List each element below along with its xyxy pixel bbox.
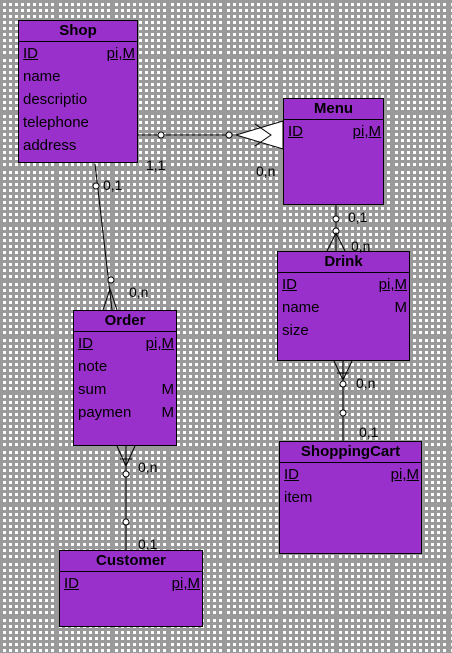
entity-shoppingcart-title: ShoppingCart <box>280 442 421 463</box>
attr-flag: pi,M <box>171 575 200 592</box>
entity-order-title: Order <box>74 311 176 332</box>
attr-name: paymen <box>78 404 132 421</box>
attr-name: ID <box>23 45 38 62</box>
link-order-customer-customer-circle <box>122 518 130 526</box>
link-shop-menu-end-circle <box>157 131 165 139</box>
shop-attr-description: descriptio <box>19 88 137 111</box>
link-shop-menu-arrowhead <box>234 120 284 150</box>
attr-name: item <box>284 489 313 506</box>
entity-customer[interactable]: Customer ID pi,M <box>59 550 203 627</box>
cardinality-order-customer-order: 0,n <box>138 459 158 475</box>
customer-attr-id: ID pi,M <box>60 572 202 595</box>
attr-flag: M <box>161 381 175 398</box>
attr-name: ID <box>284 466 299 483</box>
shop-attr-address: address <box>19 134 137 157</box>
link-shop-menu-arrow-inner <box>254 123 272 147</box>
drink-attr-size: size <box>278 319 409 342</box>
link-menu-drink-menu-circle <box>332 215 340 223</box>
order-attr-sum: sum M <box>74 378 176 401</box>
order-attr-note: note <box>74 355 176 378</box>
attr-name: note <box>78 358 108 375</box>
attr-name: ID <box>64 575 79 592</box>
shop-attr-telephone: telephone <box>19 111 137 134</box>
shop-attr-name: name <box>19 65 137 88</box>
menu-attr-id: ID pi,M <box>284 120 383 143</box>
attr-flag: M <box>394 299 408 316</box>
attr-flag: pi,M <box>390 466 419 483</box>
attr-name: ID <box>282 276 297 293</box>
attr-flag: pi,M <box>378 276 407 293</box>
link-drink-cart-drink-circle <box>339 380 347 388</box>
cardinality-shop-order-order: 0,n <box>129 284 149 300</box>
attr-name: address <box>23 137 77 154</box>
attr-name: ID <box>288 123 303 140</box>
cardinality-shop-menu-menu: 0,n <box>256 163 276 179</box>
link-shop-order-order-circle <box>107 276 115 284</box>
attr-name: ID <box>78 335 93 352</box>
attr-flag: pi,M <box>106 45 135 62</box>
entity-drink-title: Drink <box>278 252 409 273</box>
entity-drink[interactable]: Drink ID pi,M name M size <box>277 251 410 361</box>
shop-attr-id: ID pi,M <box>19 42 137 65</box>
link-order-customer-crowfoot <box>116 445 136 468</box>
link-order-customer-order-circle <box>122 470 130 478</box>
attr-name: descriptio <box>23 91 88 108</box>
drink-attr-name: name M <box>278 296 409 319</box>
attr-name: size <box>282 322 309 339</box>
attr-name: name <box>282 299 320 316</box>
entity-menu[interactable]: Menu ID pi,M <box>283 98 384 205</box>
order-attr-payment: paymen M <box>74 401 176 424</box>
entity-shop[interactable]: Shop ID pi,M name descriptio telephone ad… <box>18 20 138 163</box>
link-shop-menu-start-circle <box>225 131 233 139</box>
cardinality-menu-drink-drink: 0,n <box>351 238 371 254</box>
attr-name: telephone <box>23 114 89 131</box>
attr-flag: pi,M <box>145 335 174 352</box>
cardinality-drink-cart-cart: 0,1 <box>359 424 379 440</box>
cardinality-shop-menu-shop: 1,1 <box>146 157 166 173</box>
link-drink-cart-cart-circle <box>339 409 347 417</box>
entity-shoppingcart[interactable]: ShoppingCart ID pi,M item <box>279 441 422 554</box>
attr-name: sum <box>78 381 107 398</box>
attr-flag: M <box>161 404 175 421</box>
attr-flag: pi,M <box>352 123 381 140</box>
cardinality-shop-order-shop: 0,1 <box>103 177 123 193</box>
link-menu-drink-crowfoot <box>326 231 346 252</box>
cardinality-drink-cart-drink: 0,n <box>356 375 376 391</box>
drink-attr-id: ID pi,M <box>278 273 409 296</box>
shoppingcart-attr-id: ID pi,M <box>280 463 421 486</box>
link-shop-order-shop-circle <box>92 182 100 190</box>
entity-shop-title: Shop <box>19 21 137 42</box>
link-drink-cart-crowfoot <box>333 360 353 382</box>
entity-menu-title: Menu <box>284 99 383 120</box>
entity-customer-title: Customer <box>60 551 202 572</box>
cardinality-menu-drink-menu: 0,1 <box>348 209 368 225</box>
cardinality-order-customer-customer: 0,1 <box>138 536 158 552</box>
link-shop-order-crowfoot <box>102 287 118 311</box>
shoppingcart-attr-item: item <box>280 486 421 509</box>
attr-name: name <box>23 68 61 85</box>
order-attr-id: ID pi,M <box>74 332 176 355</box>
